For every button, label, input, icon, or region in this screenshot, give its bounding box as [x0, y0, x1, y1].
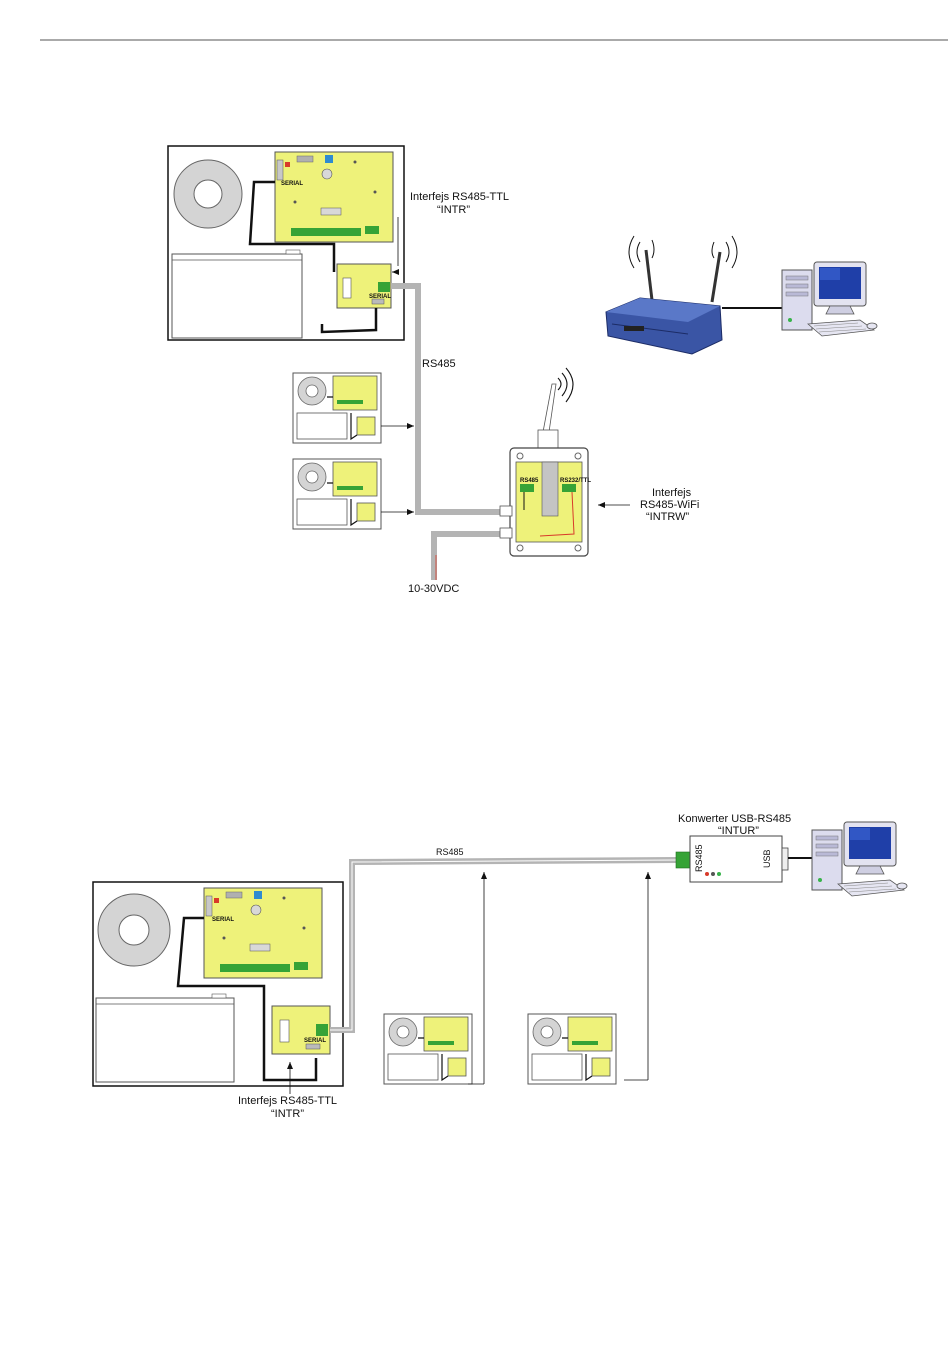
computer-icon-1	[782, 262, 877, 336]
intrw-label-line1: Interfejs	[652, 487, 692, 499]
rs485-label-2: RS485	[436, 847, 464, 857]
rs485-label-1: RS485	[422, 358, 456, 370]
psu-unit-2	[293, 373, 381, 443]
intrw-label-line3: “INTRW”	[646, 511, 690, 523]
psu-unit-3	[293, 459, 381, 529]
intur-port-right: USB	[762, 849, 772, 868]
intr2-serial-label: SERIAL	[304, 1038, 326, 1044]
intrw-port-right: RS232/TTL	[560, 478, 591, 484]
computer-icon-2	[812, 822, 907, 896]
intur-label-line1: Konwerter USB-RS485	[678, 813, 791, 825]
router-icon	[606, 236, 737, 354]
psu-enclosure-main-2: SERIAL SERIAL	[93, 882, 343, 1086]
psu-unit-5	[528, 1014, 616, 1084]
power-cable	[434, 534, 516, 580]
board2-serial-label: SERIAL	[212, 917, 234, 923]
intr-label-line2: “INTR”	[437, 204, 470, 216]
rs485-cable-1	[391, 286, 516, 512]
intrw-enclosure: RS485 RS232/TTL	[500, 368, 591, 556]
intur-port-left: RS485	[694, 844, 704, 872]
intr2-label-line1: Interfejs RS485-TTL	[238, 1095, 337, 1107]
diagram-wifi: SERIAL SERIAL Interfejs RS485-TTL “INTR”…	[168, 146, 877, 595]
intrw-label-line2: RS485-WiFi	[640, 499, 699, 511]
intr-label-line1: Interfejs RS485-TTL	[410, 191, 509, 203]
rs485-cable-2	[330, 860, 678, 1030]
diagram-usb: SERIAL SERIAL RS485 Interfejs RS485-TTL …	[93, 813, 907, 1120]
intur-label-line2: “INTUR”	[718, 825, 759, 837]
intur-converter: RS485 USB	[676, 836, 788, 882]
board-serial-label: SERIAL	[281, 181, 303, 187]
intrw-port-left: RS485	[520, 478, 539, 484]
power-label: 10-30VDC	[408, 583, 459, 595]
intr-serial-label: SERIAL	[369, 294, 391, 300]
psu-enclosure-main: SERIAL SERIAL	[168, 146, 404, 340]
psu-unit-4	[384, 1014, 472, 1084]
intr2-label-line2: “INTR”	[271, 1108, 304, 1120]
